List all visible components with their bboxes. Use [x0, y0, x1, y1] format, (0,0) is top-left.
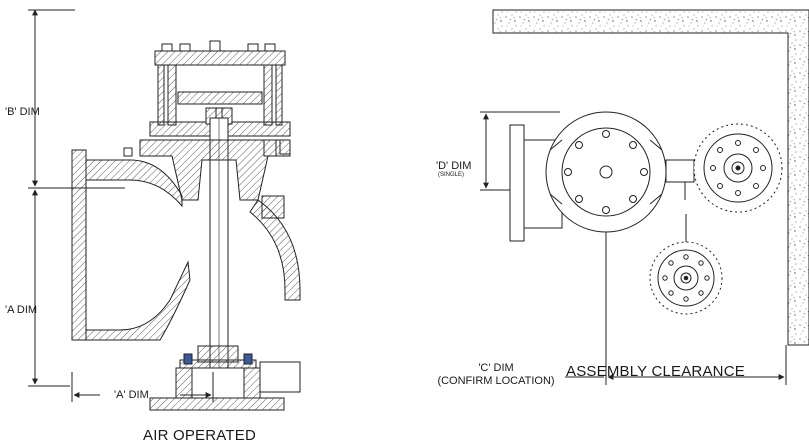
a-dim-horizontal-label: 'A' DIM	[114, 389, 149, 401]
assembly-clearance-caption: ASSEMBLY CLEARANCE	[566, 363, 745, 380]
d-dim-note: (SINGLE)	[438, 172, 465, 178]
actuator-top-plate	[154, 50, 286, 66]
air-operated-caption: AIR OPERATED	[143, 427, 256, 444]
air-operated-section-view	[28, 9, 301, 411]
c-dim-note: (CONFIRM LOCATION)	[437, 375, 555, 387]
d-dim-label: 'D' DIM	[436, 160, 472, 172]
outlet-flange	[149, 397, 285, 411]
b-dim-label: 'B' DIM	[5, 106, 40, 118]
pilot-assembly-lower	[649, 214, 723, 315]
c-dim-label: 'C' DIM	[478, 362, 514, 374]
actuator-piston	[177, 91, 263, 105]
concrete-wall	[492, 9, 809, 346]
bolt-circle	[564, 130, 648, 214]
pilot-assembly-right	[693, 123, 783, 213]
inlet-flange-plan	[509, 124, 525, 242]
a-dim-vertical-label: 'A DIM	[5, 304, 38, 316]
inlet-flange	[71, 149, 87, 341]
assembly-clearance-view	[480, 9, 809, 385]
